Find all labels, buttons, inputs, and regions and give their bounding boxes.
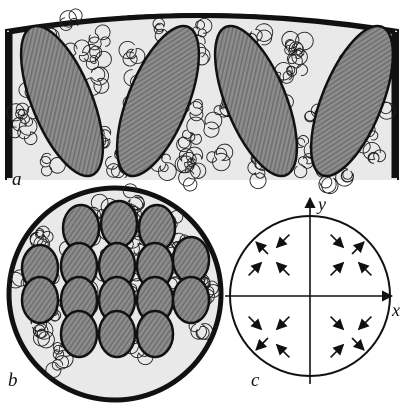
panel-b-ellipse (101, 201, 137, 247)
field-arrow (359, 263, 372, 276)
panel-c: x y c (225, 194, 400, 391)
field-arrow (331, 345, 344, 358)
panel-b-ellipse (173, 277, 209, 323)
x-axis-label: x (391, 300, 400, 320)
field-arrow (331, 235, 344, 248)
field-arrow (352, 338, 364, 350)
field-arrow (249, 317, 262, 330)
panel-b-ellipse (61, 311, 97, 357)
field-arrow (277, 235, 290, 248)
panel-b-ellipse (22, 277, 58, 323)
field-arrow (256, 242, 268, 254)
panel-b: b (8, 184, 221, 400)
field-arrow (256, 338, 268, 350)
panel-c-label: c (251, 370, 260, 391)
field-arrow (359, 317, 372, 330)
field-arrow (331, 263, 344, 276)
panel-b-ellipse (137, 311, 173, 357)
field-arrow (249, 263, 262, 276)
panel-b-ellipse (99, 311, 135, 357)
field-arrow (352, 242, 364, 254)
y-axis-label: y (316, 194, 326, 214)
field-arrow (331, 317, 344, 330)
panel-b-label: b (8, 370, 18, 391)
panel-a-label: a (12, 169, 22, 190)
field-arrow (277, 345, 290, 358)
field-arrow (277, 317, 290, 330)
field-arrow (277, 263, 290, 276)
panel-a: a (4, 9, 403, 194)
